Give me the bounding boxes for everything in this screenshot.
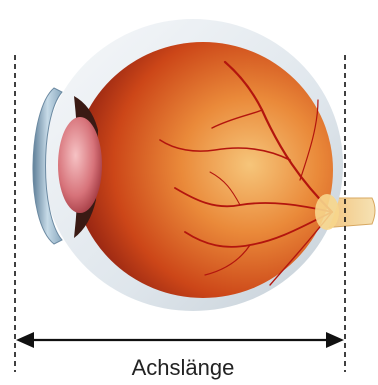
arrowhead-left	[16, 332, 34, 348]
axial-length-arrow	[16, 332, 344, 348]
optic-disc	[315, 194, 339, 230]
lens	[58, 117, 102, 213]
retina	[73, 42, 333, 298]
arrowhead-right	[326, 332, 344, 348]
axial-length-label: Achslänge	[132, 355, 235, 380]
